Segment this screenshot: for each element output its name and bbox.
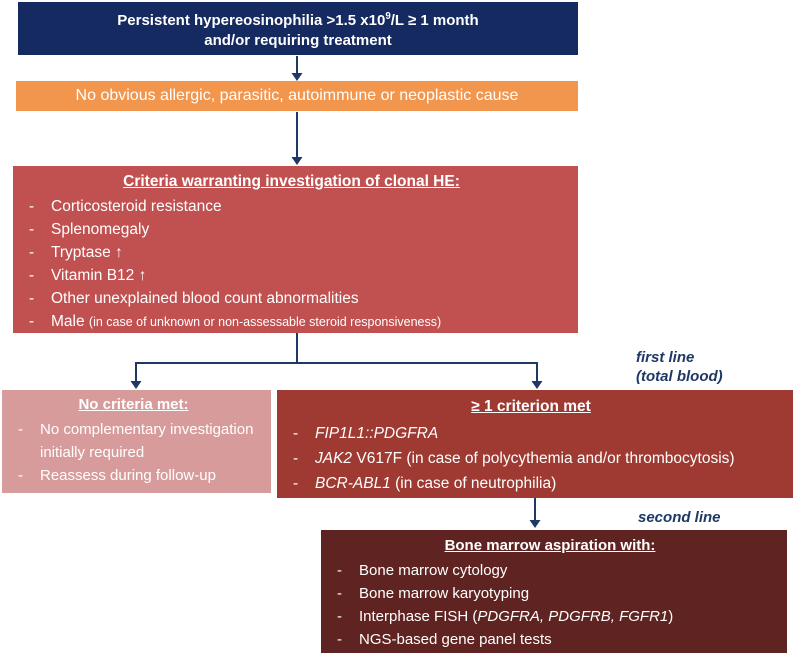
gene-name: FIP1L1::PDGFRA [315, 425, 439, 442]
bone-marrow-item-text: Bone marrow cytology [359, 559, 779, 582]
bullet-dash: - [29, 198, 35, 215]
bullet-dash: - [29, 221, 35, 238]
bone-marrow-title: Bone marrow aspiration with: [444, 537, 656, 554]
bone-marrow-item-cytology: - Bone marrow cytology [321, 559, 779, 582]
criteria-item-other-abnormalities: - Other unexplained blood count abnormal… [13, 287, 570, 310]
no-criteria-item-text: No complementary investigation initially… [40, 421, 254, 461]
second-line-text: second line [638, 509, 721, 526]
criterion-met-title: ≥ 1 criterion met [471, 398, 591, 415]
first-line-label: first line (total blood) [636, 348, 723, 386]
item-genes: PDGFRA, PDGFRB, FGFR1 [477, 608, 669, 625]
item-pre: NGS-based gene panel tests [359, 631, 552, 648]
criterion-item-text: FIP1L1::PDGFRA [315, 421, 785, 446]
bone-marrow-item-text: Interphase FISH (PDGFRA, PDGFRB, FGFR1) [359, 605, 779, 628]
item-pre: Bone marrow karyotyping [359, 585, 530, 602]
top-box-line1-pre: Persistent hypereosinophilia >1.5 x10 [117, 11, 386, 29]
criterion-item-bcr-abl1: - BCR-ABL1 (in case of neutrophilia) [277, 471, 785, 496]
gene-rest: (in case of neutrophilia) [390, 475, 557, 492]
gene-rest: V617F (in case of polycythemia and/or th… [352, 450, 735, 467]
top-box-line2: and/or requiring treatment [204, 31, 392, 49]
criteria-item-male: - Male (in case of unknown or non-assess… [13, 310, 570, 334]
bone-marrow-item-ngs: - NGS-based gene panel tests [321, 628, 779, 651]
criteria-item-tryptase: - Tryptase ↑ [13, 241, 570, 264]
top-box-superscript: 9 [385, 10, 391, 22]
no-criteria-met-box: No criteria met: - No complementary inve… [2, 390, 271, 493]
criteria-item-text: Other unexplained blood count abnormalit… [51, 290, 359, 307]
first-line-text: first line [636, 349, 695, 366]
persistent-hypereosinophilia-box: Persistent hypereosinophilia >1.5 x109/L… [18, 2, 578, 55]
no-criteria-item-reassess: - Reassess during follow-up [2, 464, 265, 487]
bullet-dash: - [293, 425, 299, 442]
bone-marrow-item-text: NGS-based gene panel tests [359, 628, 779, 651]
criteria-item-corticosteroid: - Corticosteroid resistance [13, 195, 570, 218]
no-criteria-item-text: Reassess during follow-up [40, 467, 216, 484]
male-text: Male [51, 313, 89, 330]
criteria-item-text: Tryptase ↑ [51, 244, 123, 261]
criteria-item-text: Corticosteroid resistance [51, 198, 222, 215]
no-criteria-item-investigation: - No complementary investigation initial… [2, 418, 265, 464]
bullet-dash: - [337, 608, 342, 625]
first-line-sub-text: (total blood) [636, 368, 723, 385]
bullet-dash: - [18, 421, 23, 438]
criterion-item-fip1l1-pdgfra: - FIP1L1::PDGFRA [277, 421, 785, 446]
gene-name: JAK2 [315, 450, 353, 467]
criterion-met-box: ≥ 1 criterion met - FIP1L1::PDGFRA - JAK… [277, 390, 793, 498]
no-criteria-title: No criteria met: [78, 396, 189, 413]
arrow-branch-split [130, 333, 543, 389]
bullet-dash: - [293, 475, 299, 492]
bullet-dash: - [337, 562, 342, 579]
criteria-item-text: Vitamin B12 ↑ [51, 267, 147, 284]
criteria-item-splenomegaly: - Splenomegaly [13, 218, 570, 241]
criteria-item-text: Splenomegaly [51, 221, 150, 238]
arrow-top-to-orange [291, 56, 303, 81]
bone-marrow-item-text: Bone marrow karyotyping [359, 582, 779, 605]
bone-marrow-aspiration-box: Bone marrow aspiration with: - Bone marr… [321, 530, 787, 653]
top-box-line1: Persistent hypereosinophilia >1.5 x109/L… [117, 7, 478, 31]
criterion-item-text: BCR-ABL1 (in case of neutrophilia) [315, 471, 785, 496]
criteria-item-text: Male (in case of unknown or non-assessab… [51, 310, 570, 334]
bullet-dash: - [337, 631, 342, 648]
bullet-dash: - [29, 313, 35, 330]
top-box-line1-post: /L ≥ 1 month [390, 11, 479, 29]
criteria-item-vitamin-b12: - Vitamin B12 ↑ [13, 264, 570, 287]
no-obvious-cause-box: No obvious allergic, parasitic, autoimmu… [16, 81, 578, 111]
item-pre: Interphase FISH ( [359, 608, 478, 625]
item-pre: Bone marrow cytology [359, 562, 508, 579]
criteria-box-title: Criteria warranting investigation of clo… [123, 173, 460, 190]
criterion-item-text: JAK2 V617F (in case of polycythemia and/… [315, 446, 785, 471]
bullet-dash: - [29, 290, 35, 307]
male-note: (in case of unknown or non-assessable st… [88, 315, 442, 329]
gene-name: BCR-ABL1 [315, 475, 391, 492]
criterion-item-jak2: - JAK2 V617F (in case of polycythemia an… [277, 446, 785, 471]
arrow-criterion-to-bonemarrow [529, 498, 541, 528]
item-post: ) [668, 608, 674, 625]
second-line-label: second line [638, 508, 721, 527]
criteria-warranting-box: Criteria warranting investigation of clo… [13, 166, 578, 333]
bullet-dash: - [18, 467, 23, 484]
bullet-dash: - [337, 585, 342, 602]
arrow-orange-to-criteria [291, 112, 303, 165]
bullet-dash: - [29, 244, 35, 261]
bullet-dash: - [29, 267, 35, 284]
orange-box-text: No obvious allergic, parasitic, autoimmu… [75, 87, 519, 104]
bullet-dash: - [293, 450, 299, 467]
bone-marrow-item-karyotyping: - Bone marrow karyotyping [321, 582, 779, 605]
bone-marrow-item-fish: - Interphase FISH (PDGFRA, PDGFRB, FGFR1… [321, 605, 779, 628]
